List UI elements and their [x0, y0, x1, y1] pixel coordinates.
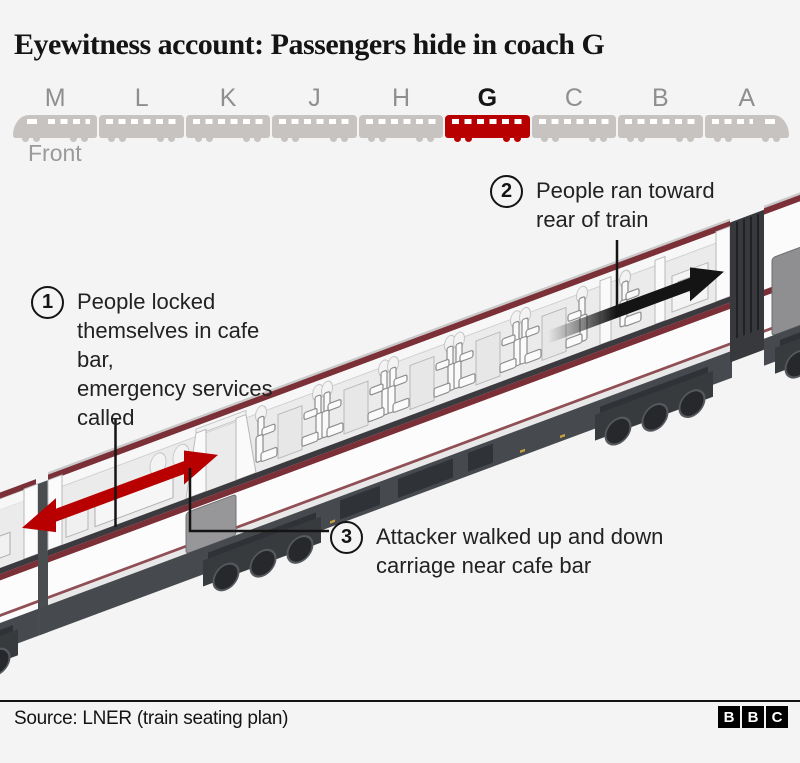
wheels-icon [713, 135, 732, 142]
coach-c [531, 115, 617, 142]
coach-window-dash [26, 119, 37, 124]
wheels-icon [156, 135, 175, 142]
coach-windows [711, 119, 754, 124]
gangway-connection [730, 209, 764, 363]
wheels-icon [761, 135, 780, 142]
wheels-icon [108, 135, 127, 142]
wheels-icon [22, 135, 40, 142]
annotation-line: People locked [77, 289, 216, 314]
bbc-logo-letter: B [718, 706, 740, 728]
annotation-1-text: People locked themselves in cafe bar, em… [77, 287, 301, 432]
wheels-icon [329, 135, 348, 142]
wheels-icon [502, 135, 521, 142]
coach-windows [106, 119, 177, 124]
annotation-line: rear of train [536, 207, 649, 232]
page-title: Eyewitness account: Passengers hide in c… [14, 28, 605, 62]
wheels-icon [367, 135, 386, 142]
coach-g-cutaway [40, 218, 732, 636]
annotation-2-number: 2 [490, 175, 523, 208]
coach-letter-a: A [738, 84, 756, 112]
front-label: Front [28, 140, 82, 166]
coach-j [272, 115, 357, 142]
wheels-icon [589, 135, 608, 142]
annotation-line: Attacker walked up and down [376, 524, 664, 549]
coach-windows [538, 119, 610, 124]
annotation-line: People ran toward [536, 178, 715, 203]
coach-b [618, 115, 703, 142]
coach-window-dash [765, 119, 776, 124]
annotation-1-cafe-bar: 1 People locked themselves in cafe bar, … [31, 286, 301, 432]
coach-letter-k: K [219, 84, 237, 112]
coach-m-front-power-car [13, 115, 98, 142]
underframe [40, 350, 732, 636]
bbc-logo-letter: B [742, 706, 764, 728]
annotation-2-text: People ran toward rear of train [536, 176, 715, 234]
train-silhouette [12, 115, 790, 142]
previous-coach-stub [0, 479, 39, 712]
coach-letter-g-highlighted: G [477, 84, 498, 112]
wheels-icon [627, 135, 646, 142]
coach-windows [452, 119, 523, 124]
annotation-2-rear-of-train: 2 People ran toward rear of train [490, 175, 750, 234]
wheels-icon [540, 135, 559, 142]
wheels-icon [416, 135, 435, 142]
coach-h [358, 115, 444, 142]
annotation-line: themselves in cafe bar, [77, 318, 260, 372]
passengers-flee-arrow [548, 267, 724, 344]
next-coach-stub [764, 153, 800, 387]
coach-windows [365, 119, 437, 124]
coach-g-highlighted [445, 115, 530, 142]
coach-letter-m: M [44, 84, 66, 112]
coach-letter-l: L [134, 84, 149, 112]
coach-k [185, 115, 271, 142]
coach-letter-j: J [308, 84, 321, 112]
wheels-icon [70, 135, 89, 142]
coach-l [99, 115, 184, 142]
wheels-icon [194, 135, 213, 142]
coach-letter-h: H [391, 84, 410, 112]
bbc-logo-letter: C [766, 706, 788, 728]
next-coach-door [771, 241, 800, 336]
coach-letter-b: B [651, 84, 669, 112]
coach-windows [625, 119, 696, 124]
annotation-line: called [77, 405, 135, 430]
end-wall [715, 225, 731, 303]
sheared-train-group [0, 153, 800, 712]
wheels-icon [243, 135, 262, 142]
annotation-line: carriage near cafe bar [376, 553, 592, 578]
annotation-1-number: 1 [31, 286, 64, 319]
bbc-logo: B B C [716, 706, 788, 728]
annotation-line: emergency services [77, 376, 273, 401]
attacker-path-arrow [22, 450, 218, 533]
coach-letters: M L K J H G C B A [12, 84, 790, 112]
source-credit: Source: LNER (train seating plan) [14, 708, 289, 729]
wheels-icon [454, 135, 473, 142]
leader-line-3 [188, 468, 329, 533]
footer-divider [0, 700, 800, 702]
annotation-3-number: 3 [330, 521, 363, 554]
coach-windows [48, 119, 91, 124]
wheels-icon [675, 135, 694, 142]
coach-windows [192, 119, 264, 124]
annotation-3-attacker: 3 Attacker walked up and down carriage n… [330, 521, 720, 580]
coach-strip: M L K J H G C B A [12, 84, 790, 142]
coach-letter-c: C [564, 84, 583, 112]
coach-windows [279, 119, 350, 124]
wheels-icon [281, 135, 300, 142]
annotation-3-text: Attacker walked up and down carriage nea… [376, 522, 663, 580]
coach-a-rear-power-car [704, 115, 789, 142]
leader-lines [114, 240, 619, 533]
